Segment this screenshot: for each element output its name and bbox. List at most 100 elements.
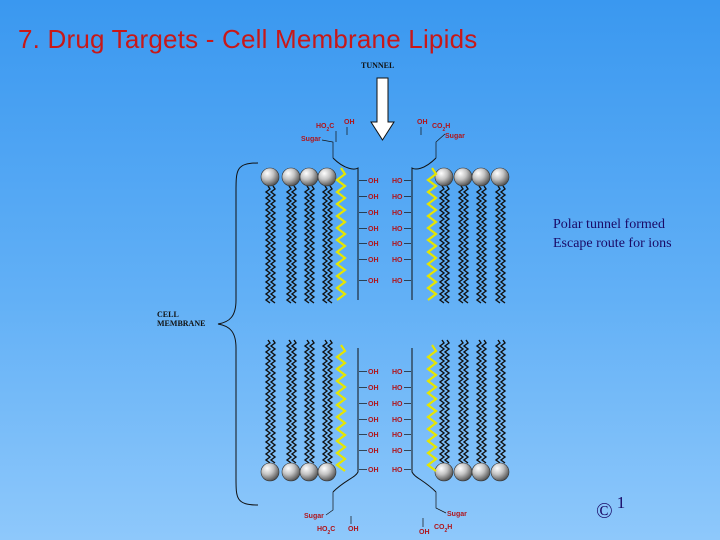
lipid-head xyxy=(260,167,280,187)
bottom-left-sugar: Sugar xyxy=(304,513,324,520)
membrane-brace xyxy=(217,162,259,506)
channel-oh-label: OH xyxy=(368,385,379,392)
membrane-label: MEMBRANE xyxy=(157,319,205,328)
channel-wall-right xyxy=(411,348,437,493)
lipid-tail xyxy=(269,339,277,464)
channel-ho-label: HO xyxy=(392,278,403,285)
lipid-tail xyxy=(499,339,507,464)
lipid-head xyxy=(317,167,337,187)
lipid-head xyxy=(299,462,319,482)
channel-polar-groups: OH HO OH HO OH HO OH HO OH HO OH HO OH HO OH HO OH HO OH HO… xyxy=(359,178,411,474)
lipid-tail xyxy=(303,339,311,464)
lipid-tail xyxy=(264,185,272,304)
top-left-acid: HO2C xyxy=(316,123,334,133)
channel-ho-label: HO xyxy=(392,178,403,185)
channel-wall-left xyxy=(332,348,359,493)
channel-ho-label: HO xyxy=(392,401,403,408)
channel-wall-left xyxy=(332,157,359,300)
copyright-symbol: © xyxy=(596,498,613,523)
lipid-tail xyxy=(321,185,329,304)
lipid-tail xyxy=(438,339,446,464)
channel-oh-label: OH xyxy=(368,257,379,264)
lipid-tail xyxy=(438,185,446,304)
channel-oh-label: OH xyxy=(368,278,379,285)
lipid-head xyxy=(471,462,491,482)
lipid-tail xyxy=(494,185,502,304)
channel-oh-label: OH xyxy=(368,194,379,201)
slide-footer: ©1 xyxy=(596,493,625,524)
top-right-acid: CO2H xyxy=(432,123,450,133)
lipid-tail xyxy=(457,185,465,304)
bond xyxy=(321,139,334,158)
lipid-bilayer xyxy=(260,167,510,482)
lipid-head xyxy=(453,167,473,187)
annotation-note: Polar tunnel formed Escape route for ion… xyxy=(553,215,672,253)
channel-oh-label: OH xyxy=(368,210,379,217)
lipid-tail xyxy=(480,339,488,464)
lipid-tail xyxy=(308,339,316,464)
channel-oh-label: OH xyxy=(368,369,379,376)
lipid-tail xyxy=(321,339,329,464)
note-line-2: Escape route for ions xyxy=(553,236,672,251)
channel-ho-label: HO xyxy=(392,241,403,248)
channel-oh-label: OH xyxy=(368,467,379,474)
top-right-sugar: Sugar xyxy=(445,133,465,140)
lipid-tail xyxy=(290,185,298,304)
lipid-head xyxy=(434,167,454,187)
lipid-tail xyxy=(443,185,451,304)
channel-wall xyxy=(332,157,437,493)
lipid-tail xyxy=(290,339,298,464)
top-right-hydroxyl: OH xyxy=(417,119,428,126)
lipid-head xyxy=(490,462,510,482)
bottom-right-acid: CO2H xyxy=(434,524,452,534)
polyene-chain xyxy=(335,344,347,472)
channel-oh-label: OH xyxy=(368,241,379,248)
channel-oh-label: OH xyxy=(368,226,379,233)
polyene-chains xyxy=(335,167,438,472)
tunnel-arrow: TUNNEL xyxy=(361,61,395,141)
bond xyxy=(435,133,446,158)
bottom-right-hydroxyl: OH xyxy=(419,529,430,536)
lipid-head xyxy=(434,462,454,482)
channel-ho-label: HO xyxy=(392,467,403,474)
lipid-head xyxy=(490,167,510,187)
lipid-tail xyxy=(457,339,465,464)
lipid-tail xyxy=(480,185,488,304)
lipid-head xyxy=(281,462,301,482)
bottom-left-hydroxyl: OH xyxy=(348,526,359,533)
channel-oh-label: OH xyxy=(368,401,379,408)
channel-oh-label: OH xyxy=(368,432,379,439)
lipid-head xyxy=(317,462,337,482)
lipid-tail xyxy=(499,185,507,304)
lipid-tail xyxy=(326,339,334,464)
bottom-left-acid: HO2C xyxy=(317,526,335,536)
channel-ho-label: HO xyxy=(392,226,403,233)
slide-title: 7. Drug Targets - Cell Membrane Lipids xyxy=(18,24,478,54)
lipid-tail xyxy=(475,185,483,304)
lipid-tail xyxy=(326,185,334,304)
polyene-chain xyxy=(335,167,347,301)
channel-ho-label: HO xyxy=(392,385,403,392)
bottom-right-sugar: Sugar xyxy=(447,511,467,518)
cell-label: CELL xyxy=(157,310,179,319)
lipid-tail xyxy=(475,339,483,464)
polyene-chain xyxy=(426,167,438,301)
channel-ho-label: HO xyxy=(392,210,403,217)
lipid-head xyxy=(281,167,301,187)
lipid-head xyxy=(453,462,473,482)
bond xyxy=(325,492,334,516)
lipid-tail xyxy=(462,339,470,464)
channel-ho-label: HO xyxy=(392,369,403,376)
channel-oh-label: OH xyxy=(368,178,379,185)
lipid-head xyxy=(260,462,280,482)
tunnel-arrow-shape xyxy=(370,77,395,141)
channel-wall-right xyxy=(411,157,437,300)
lipid-tail xyxy=(462,185,470,304)
channel-ho-label: HO xyxy=(392,448,403,455)
channel-oh-label: OH xyxy=(368,448,379,455)
lipid-tail xyxy=(494,339,502,464)
